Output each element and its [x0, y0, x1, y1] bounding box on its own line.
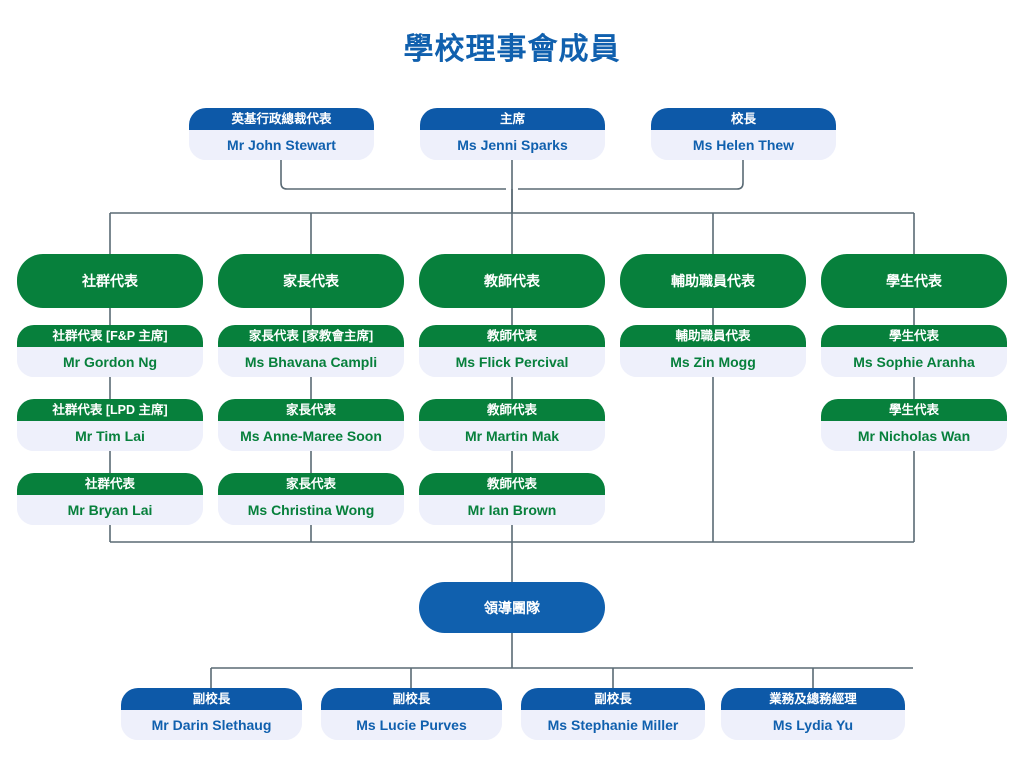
member-name: Ms Flick Percival — [419, 347, 605, 377]
category-label: 社群代表 — [82, 273, 138, 289]
leadership-name: Mr Darin Slethaug — [121, 710, 302, 740]
exec-card-name: Ms Helen Thew — [651, 130, 836, 160]
leadership-team-label: 領導團隊 — [484, 599, 540, 616]
member-role: 教師代表 — [419, 399, 605, 421]
category-label: 家長代表 — [283, 273, 339, 289]
category-parents[interactable]: 家長代表 — [218, 254, 404, 308]
member-name: Mr Martin Mak — [419, 421, 605, 451]
member-name: Ms Anne-Maree Soon — [218, 421, 404, 451]
exec-card-principal[interactable]: 校長 Ms Helen Thew — [651, 108, 836, 160]
leadership-card[interactable]: 副校長 Mr Darin Slethaug — [121, 688, 302, 740]
member-card[interactable]: 教師代表 Mr Martin Mak — [419, 399, 605, 451]
member-card[interactable]: 輔助職員代表 Ms Zin Mogg — [620, 325, 806, 377]
page-title: 學校理事會成員 — [403, 33, 621, 66]
leadership-role: 副校長 — [121, 688, 302, 710]
member-name: Mr Bryan Lai — [17, 495, 203, 525]
member-name: Ms Zin Mogg — [620, 347, 806, 377]
leadership-name: Ms Lucie Purves — [321, 710, 502, 740]
exec-card-role: 主席 — [420, 108, 605, 130]
member-role: 家長代表 [家教會主席] — [218, 325, 404, 347]
member-role: 家長代表 — [218, 399, 404, 421]
leadership-card[interactable]: 業務及總務經理 Ms Lydia Yu — [721, 688, 905, 740]
exec-card-chair[interactable]: 主席 Ms Jenni Sparks — [420, 108, 605, 160]
exec-card-ceo-rep[interactable]: 英基行政總裁代表 Mr John Stewart — [189, 108, 374, 160]
member-card[interactable]: 教師代表 Ms Flick Percival — [419, 325, 605, 377]
category-label: 輔助職員代表 — [671, 273, 755, 289]
leadership-card[interactable]: 副校長 Ms Lucie Purves — [321, 688, 502, 740]
leadership-card[interactable]: 副校長 Ms Stephanie Miller — [521, 688, 705, 740]
exec-card-name: Mr John Stewart — [189, 130, 374, 160]
exec-card-name: Ms Jenni Sparks — [420, 130, 605, 160]
leadership-name: Ms Stephanie Miller — [521, 710, 705, 740]
member-card[interactable]: 教師代表 Mr Ian Brown — [419, 473, 605, 525]
leadership-team-node[interactable]: 領導團隊 — [419, 582, 605, 633]
leadership-name: Ms Lydia Yu — [721, 710, 905, 740]
member-role: 學生代表 — [821, 325, 1007, 347]
member-card[interactable]: 社群代表 [LPD 主席] Mr Tim Lai — [17, 399, 203, 451]
member-name: Mr Tim Lai — [17, 421, 203, 451]
member-name: Mr Gordon Ng — [17, 347, 203, 377]
member-role: 輔助職員代表 — [620, 325, 806, 347]
member-role: 社群代表 — [17, 473, 203, 495]
member-card[interactable]: 家長代表 [家教會主席] Ms Bhavana Campli — [218, 325, 404, 377]
category-label: 教師代表 — [484, 273, 540, 289]
member-card[interactable]: 家長代表 Ms Anne-Maree Soon — [218, 399, 404, 451]
member-card[interactable]: 家長代表 Ms Christina Wong — [218, 473, 404, 525]
member-card[interactable]: 學生代表 Ms Sophie Aranha — [821, 325, 1007, 377]
member-name: Ms Christina Wong — [218, 495, 404, 525]
member-role: 家長代表 — [218, 473, 404, 495]
exec-card-role: 校長 — [651, 108, 836, 130]
leadership-role: 業務及總務經理 — [721, 688, 905, 710]
category-label: 學生代表 — [886, 273, 942, 289]
member-role: 學生代表 — [821, 399, 1007, 421]
category-support-staff[interactable]: 輔助職員代表 — [620, 254, 806, 308]
leadership-role: 副校長 — [521, 688, 705, 710]
member-name: Mr Ian Brown — [419, 495, 605, 525]
category-teachers[interactable]: 教師代表 — [419, 254, 605, 308]
member-card[interactable]: 社群代表 [F&P 主席] Mr Gordon Ng — [17, 325, 203, 377]
member-name: Mr Nicholas Wan — [821, 421, 1007, 451]
member-role: 社群代表 [LPD 主席] — [17, 399, 203, 421]
member-role: 教師代表 — [419, 325, 605, 347]
leadership-role: 副校長 — [321, 688, 502, 710]
category-students[interactable]: 學生代表 — [821, 254, 1007, 308]
category-community[interactable]: 社群代表 — [17, 254, 203, 308]
member-name: Ms Sophie Aranha — [821, 347, 1007, 377]
member-role: 社群代表 [F&P 主席] — [17, 325, 203, 347]
member-role: 教師代表 — [419, 473, 605, 495]
member-card[interactable]: 社群代表 Mr Bryan Lai — [17, 473, 203, 525]
exec-card-role: 英基行政總裁代表 — [189, 108, 374, 130]
member-card[interactable]: 學生代表 Mr Nicholas Wan — [821, 399, 1007, 451]
member-name: Ms Bhavana Campli — [218, 347, 404, 377]
